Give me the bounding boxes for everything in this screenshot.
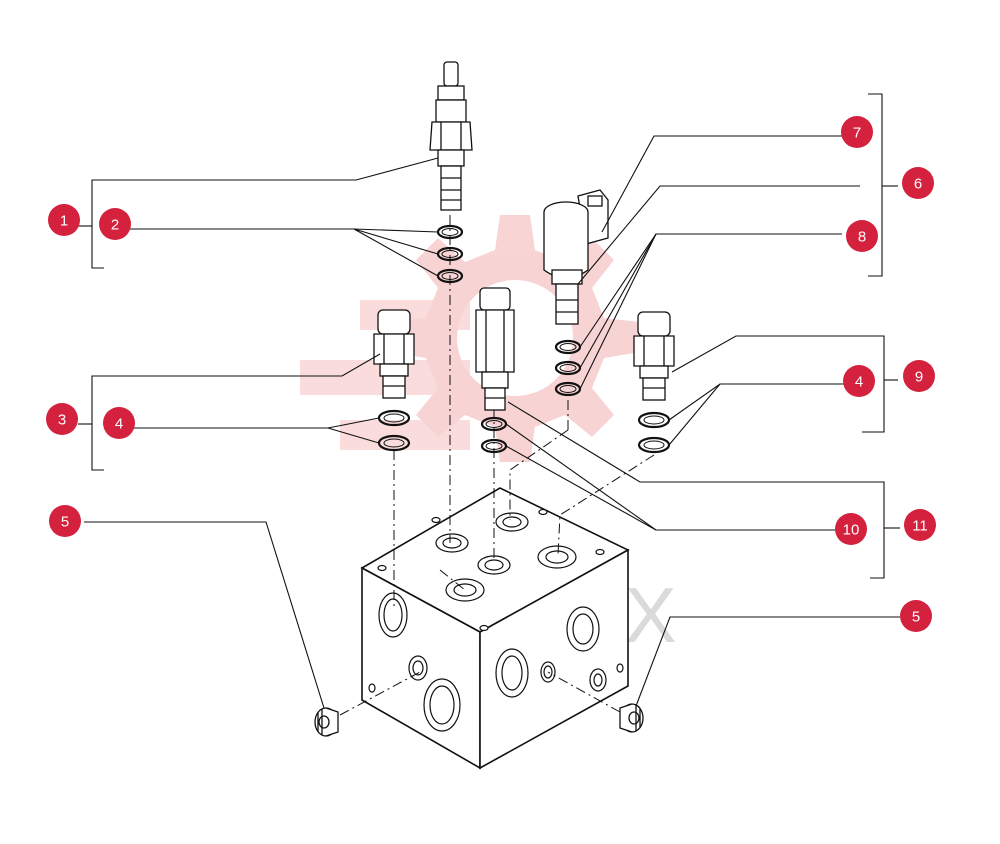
- callout-circle: [902, 167, 934, 199]
- callout-9-c9[interactable]: 9: [903, 360, 935, 392]
- callout-circle: [903, 360, 935, 392]
- callout-1-c1[interactable]: 1: [48, 204, 80, 236]
- cartridge-valve-3: [373, 309, 415, 399]
- callout-4-c4b[interactable]: 4: [843, 365, 875, 397]
- callout-circle: [841, 116, 873, 148]
- callout-number: 6: [914, 176, 922, 193]
- valve-block: [360, 487, 630, 770]
- callout-number: 1: [60, 213, 68, 230]
- callout-circle: [900, 600, 932, 632]
- callout-number: 4: [115, 416, 123, 433]
- callout-5-c5b[interactable]: 5: [900, 600, 932, 632]
- callout-5-c5a[interactable]: 5: [49, 505, 81, 537]
- callout-circle: [835, 513, 867, 545]
- callout-7-c7[interactable]: 7: [841, 116, 873, 148]
- callout-number: 5: [912, 609, 920, 626]
- callout-number: 11: [912, 518, 928, 535]
- callout-3-c3[interactable]: 3: [46, 403, 78, 435]
- callout-4-c4a[interactable]: 4: [103, 407, 135, 439]
- callout-number: 8: [858, 229, 866, 246]
- callout-number: 4: [855, 374, 863, 391]
- callout-number: 10: [843, 522, 860, 539]
- callout-2-c2[interactable]: 2: [99, 208, 131, 240]
- callout-circle: [904, 509, 936, 541]
- cartridge-valve-center: [475, 287, 515, 411]
- callout-circle: [843, 365, 875, 397]
- callout-number: 5: [61, 514, 69, 531]
- block-right-face: [479, 548, 629, 770]
- callout-6-c6[interactable]: 6: [902, 167, 934, 199]
- plug-screw-left: [314, 707, 339, 737]
- gear-logo-icon: [300, 215, 640, 462]
- callout-number: 9: [915, 369, 923, 386]
- leader-lines: [78, 93, 900, 709]
- callout-11-c11[interactable]: 11: [904, 509, 936, 541]
- callout-10-c10[interactable]: 10: [835, 513, 867, 545]
- callout-circle: [99, 208, 131, 240]
- cartridge-valve-9: [633, 311, 675, 401]
- callout-number: 3: [58, 412, 66, 429]
- plug-screw-right: [619, 703, 644, 733]
- left-face-ports: [368, 592, 461, 732]
- right-face-ports: [495, 606, 624, 698]
- callout-number: 2: [111, 217, 119, 234]
- callout-number: 7: [853, 125, 861, 142]
- callout-circle: [103, 407, 135, 439]
- callout-circle: [48, 204, 80, 236]
- callout-bubbles: 1 2 3 4 5 7 6 8 4 9 10 11 5: [46, 116, 936, 632]
- callout-8-c8[interactable]: 8: [846, 220, 878, 252]
- callout-circle: [46, 403, 78, 435]
- top-ports: [377, 508, 605, 632]
- cartridge-valve-1: [429, 61, 473, 211]
- solenoid-valve: [543, 189, 609, 325]
- callout-circle: [846, 220, 878, 252]
- callout-circle: [49, 505, 81, 537]
